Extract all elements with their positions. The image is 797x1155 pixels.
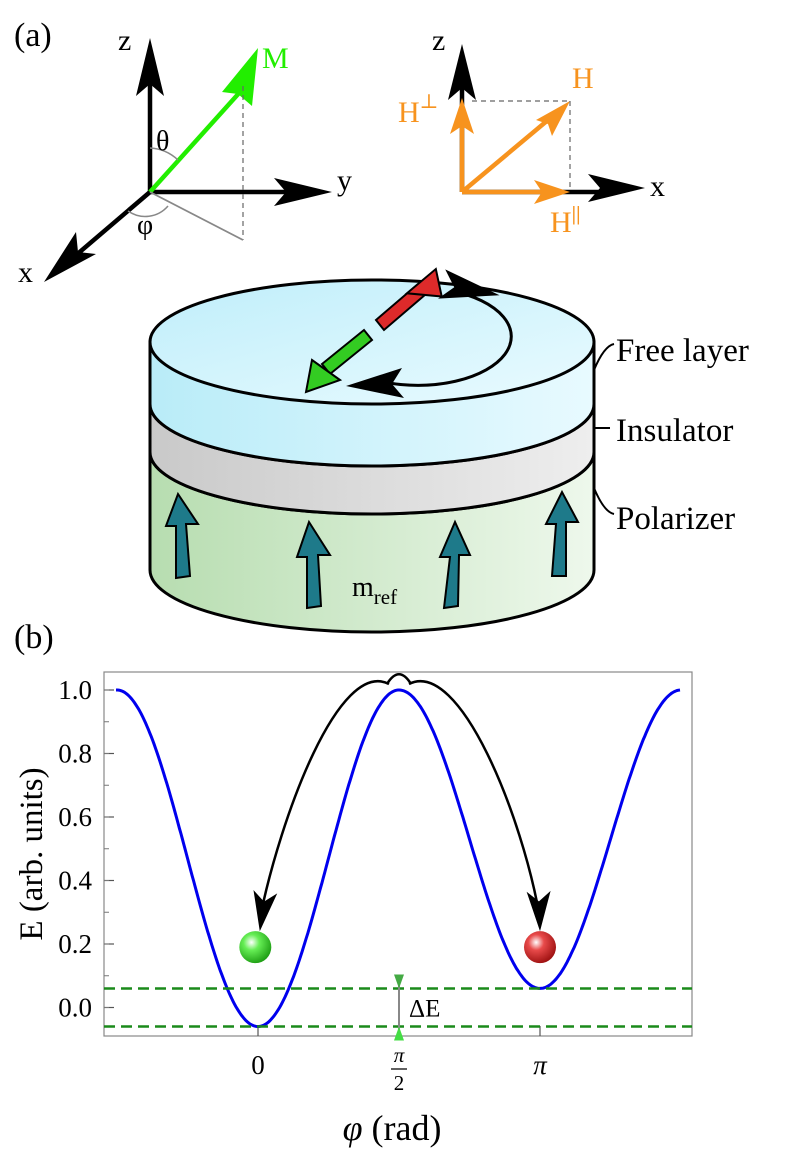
h-perp-arrowhead xyxy=(450,98,474,134)
h-perp-label: H⊥ xyxy=(398,91,438,129)
precession-arrowhead-top xyxy=(438,269,500,299)
free-red-arrow xyxy=(374,267,443,332)
mtj-stack: mref Free layer Insulator Polarizer xyxy=(148,267,749,634)
h-par-label: H|| xyxy=(550,203,580,239)
energy-curve xyxy=(116,688,681,1028)
precession-arrow xyxy=(383,289,513,387)
delta-e-arrow-bottom xyxy=(394,1026,404,1041)
delta-e-label: ΔE xyxy=(409,996,440,1023)
h-vector-label: H xyxy=(572,62,594,95)
h-par-arrowhead xyxy=(534,180,570,204)
ref-arrow-3 xyxy=(438,519,472,610)
x-axis-arrowhead-h xyxy=(588,174,645,202)
x-tick-label: π xyxy=(533,1050,548,1080)
x-axis-label: x xyxy=(18,256,33,289)
ref-arrows xyxy=(164,489,580,610)
z-axis-label-h: z xyxy=(432,24,445,57)
h-coordinate-system: z x H H⊥ H|| xyxy=(398,24,665,239)
hop-arrow-left xyxy=(258,680,390,919)
h-vector-arrowhead xyxy=(536,101,570,136)
phi-label: φ xyxy=(137,210,153,241)
y-tick-label: 0.2 xyxy=(58,929,92,959)
y-axis-label: E (arb. units) xyxy=(14,767,50,940)
y-axis-arrowhead xyxy=(274,178,332,206)
hop-arrowhead-left xyxy=(253,890,278,932)
m-coordinate-system: z y x M θ φ xyxy=(18,24,352,289)
delta-e-arrow-top xyxy=(394,974,404,989)
x-tick-label-num: π xyxy=(394,1043,405,1067)
x-axis-label-h: x xyxy=(650,170,665,203)
y-axis-label: y xyxy=(337,164,352,197)
state-red-ball xyxy=(524,931,556,964)
free-green-arrow xyxy=(304,328,374,394)
m-vector-label: M xyxy=(262,42,289,75)
ref-arrow-4 xyxy=(544,489,580,577)
free-layer-label: Free layer xyxy=(616,333,749,369)
z-axis-arrowhead xyxy=(136,38,164,96)
y-tick-label: 0.6 xyxy=(58,802,92,832)
precession-arrowhead-bottom xyxy=(346,368,404,398)
insulator-label: Insulator xyxy=(616,413,733,449)
panel-b-label: (b) xyxy=(14,619,54,656)
ref-arrow-2 xyxy=(295,519,332,610)
x-tick-label-den: 2 xyxy=(394,1071,405,1095)
panel-a-label: (a) xyxy=(14,17,52,54)
y-tick-label: 0.4 xyxy=(58,866,92,896)
theta-label: θ xyxy=(156,126,169,157)
state-green-ball xyxy=(239,931,272,964)
x-tick-label: 0 xyxy=(251,1050,265,1080)
mref-label: mref xyxy=(352,572,397,609)
y-tick-label: 0.8 xyxy=(58,739,92,769)
hop-arrowhead-right xyxy=(526,890,551,932)
y-tick-label: 0.0 xyxy=(58,993,92,1023)
ref-arrow-1 xyxy=(164,491,200,580)
polarizer-label: Polarizer xyxy=(616,501,735,537)
m-vector-arrowhead xyxy=(222,48,258,106)
z-axis-label: z xyxy=(118,24,131,57)
y-tick-label: 1.0 xyxy=(58,675,92,705)
hop-arrow-right xyxy=(408,680,542,919)
hop-arrow-top xyxy=(385,673,413,685)
z-axis-arrowhead-h xyxy=(448,44,476,100)
x-axis-arrowhead xyxy=(44,232,96,282)
x-axis-label: φ (rad) xyxy=(343,1108,442,1148)
